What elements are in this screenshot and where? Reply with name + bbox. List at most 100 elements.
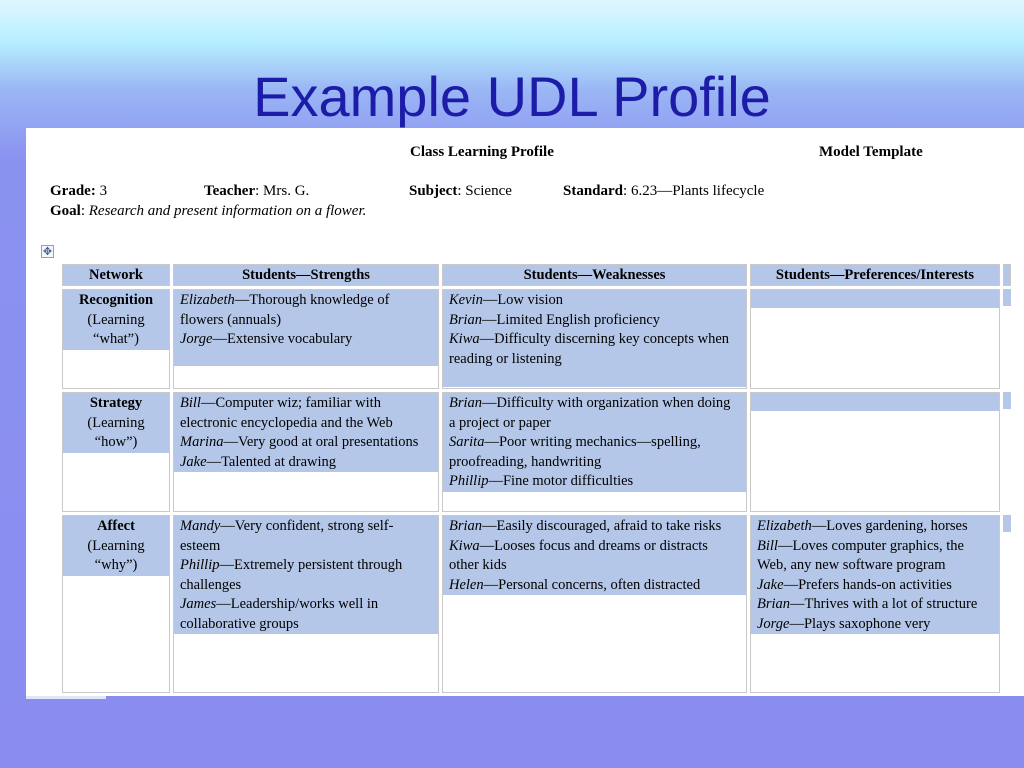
table-move-handle-icon[interactable]: ✥	[41, 245, 54, 258]
student-note: —Difficulty with organization when doing…	[449, 395, 731, 431]
student-note: —Computer wiz; familiar with electronic …	[180, 395, 393, 431]
list-item: Brian—Easily discouraged, afraid to take…	[449, 517, 740, 537]
list-item: Jorge—Extensive vocabulary	[180, 330, 432, 350]
network-line1: (Learning	[87, 537, 145, 554]
list-item: Elizabeth—Thorough knowledge of flowers …	[180, 291, 432, 330]
list-item: James—Leadership/works well in collabora…	[180, 595, 432, 634]
strengths-cell: Bill—Computer wiz; familiar with electro…	[173, 392, 439, 512]
list-item: Sarita—Poor writing mechanics—spelling, …	[449, 433, 740, 472]
list-item: Brian—Limited English proficiency	[449, 311, 740, 331]
student-name: Brian	[449, 395, 483, 411]
header-strengths: Students—Strengths	[173, 264, 439, 286]
student-note: —Low vision	[482, 292, 563, 308]
student-note: —Talented at drawing	[206, 453, 337, 470]
student-name: Jake	[757, 576, 784, 593]
network-block: Strategy (Learning “how”)	[63, 393, 169, 453]
subject-value: : Science	[457, 183, 512, 199]
list-item: Phillip—Extremely persistent through cha…	[180, 556, 432, 595]
student-name: Jake	[180, 453, 207, 470]
edge-cell	[1003, 289, 1011, 389]
network-name: Strategy	[89, 395, 143, 411]
strengths-cell: Elizabeth—Thorough knowledge of flowers …	[173, 289, 439, 389]
goal-label: Goal	[50, 203, 81, 219]
student-name: Elizabeth	[757, 518, 812, 534]
list-item: Elizabeth—Loves gardening, horses	[757, 517, 993, 537]
network-line2: “why”)	[94, 557, 138, 573]
goal-field: Goal: Research and present information o…	[50, 203, 366, 220]
strengths-block: Elizabeth—Thorough knowledge of flowers …	[174, 290, 438, 366]
student-name: Phillip	[180, 557, 220, 573]
document-page: Class Learning Profile Model Template Gr…	[26, 128, 1024, 696]
teacher-field: Teacher: Mrs. G.	[204, 183, 309, 200]
table-row: Recognition (Learning “what”) Elizabeth—…	[62, 289, 1011, 389]
student-name: Marina	[180, 434, 224, 450]
network-block: Affect (Learning “why”)	[63, 516, 169, 576]
student-note: —Loves computer graphics, the Web, any n…	[757, 537, 964, 574]
student-note: —Extremely persistent through challenges	[180, 557, 403, 593]
list-item: Jorge—Plays saxophone very	[757, 615, 993, 635]
student-note: —Plays saxophone very	[789, 615, 931, 632]
interests-cell	[750, 392, 1000, 512]
list-item: Kevin—Low vision	[449, 291, 740, 311]
network-cell: Affect (Learning “why”)	[62, 515, 170, 693]
student-note: —Thorough knowledge of flowers (annuals)	[180, 292, 390, 328]
table-row: Affect (Learning “why”) Mandy—Very confi…	[62, 515, 1011, 693]
network-cell: Recognition (Learning “what”)	[62, 289, 170, 389]
weaknesses-block: Brian—Easily discouraged, afraid to take…	[443, 516, 746, 595]
standard-value: : 6.23—Plants lifecycle	[623, 183, 765, 199]
student-name: Brian	[449, 311, 483, 328]
document-bottom-edge	[26, 696, 106, 699]
student-note: —Easily discouraged, afraid to take risk…	[482, 518, 722, 534]
interests-block	[751, 393, 999, 411]
list-item: Kiwa—Looses focus and dreams or distract…	[449, 537, 740, 576]
student-name: Kiwa	[449, 537, 480, 554]
network-block: Recognition (Learning “what”)	[63, 290, 169, 350]
list-item: Phillip—Fine motor difficulties	[449, 472, 740, 492]
standard-field: Standard: 6.23—Plants lifecycle	[563, 183, 764, 200]
network-line2: “how”)	[94, 434, 138, 450]
strengths-block: Bill—Computer wiz; familiar with electro…	[174, 393, 438, 472]
student-name: Elizabeth	[180, 292, 235, 308]
network-line2: “what”)	[93, 331, 139, 347]
strengths-cell: Mandy—Very confident, strong self-esteem…	[173, 515, 439, 693]
interests-cell	[750, 289, 1000, 389]
list-item: Jake—Prefers hands-on activities	[757, 576, 993, 596]
table-header-row: Network Students—Strengths Students—Weak…	[62, 264, 1011, 286]
grade-value: 3	[95, 183, 108, 199]
list-item: Brian—Thrives with a lot of structure	[757, 595, 993, 615]
student-name: Phillip	[449, 473, 489, 489]
list-item: Bill—Loves computer graphics, the Web, a…	[757, 537, 993, 576]
subject-label: Subject	[409, 183, 458, 199]
student-name: Bill	[180, 395, 201, 411]
student-name: Brian	[449, 518, 483, 534]
weaknesses-block: Brian—Difficulty with organization when …	[443, 393, 746, 492]
student-name: Brian	[757, 596, 791, 612]
list-item: Brian—Difficulty with organization when …	[449, 394, 740, 433]
student-name: Kevin	[449, 292, 483, 308]
student-name: Jorge	[757, 615, 790, 632]
list-item: Kiwa—Difficulty discerning key concepts …	[449, 330, 740, 369]
list-item: Jake—Talented at drawing	[180, 453, 432, 473]
interests-block	[751, 290, 999, 308]
header-edge	[1003, 264, 1011, 286]
student-name: Mandy	[180, 518, 221, 534]
grade-field: Grade: 3	[50, 183, 107, 200]
student-name: Jorge	[180, 331, 213, 347]
table-row: Strategy (Learning “how”) Bill—Computer …	[62, 392, 1011, 512]
student-note: —Limited English proficiency	[482, 311, 661, 328]
student-note: —Personal concerns, often distracted	[483, 576, 701, 593]
weaknesses-block: Kevin—Low vision Brian—Limited English p…	[443, 290, 746, 387]
header-interests: Students—Preferences/Interests	[750, 264, 1000, 286]
student-name: James	[180, 596, 217, 612]
strengths-block: Mandy—Very confident, strong self-esteem…	[174, 516, 438, 634]
goal-colon: :	[80, 203, 89, 219]
student-note: —Very good at oral presentations	[223, 434, 419, 450]
list-item: Helen—Personal concerns, often distracte…	[449, 576, 740, 596]
student-note: —Thrives with a lot of structure	[790, 596, 978, 612]
student-note: —Prefers hands-on activities	[783, 576, 952, 593]
doc-template-label: Model Template	[819, 144, 923, 160]
teacher-label: Teacher	[204, 183, 256, 199]
network-cell: Strategy (Learning “how”)	[62, 392, 170, 512]
student-note: —Fine motor difficulties	[488, 473, 634, 489]
teacher-value: : Mrs. G.	[255, 183, 310, 199]
